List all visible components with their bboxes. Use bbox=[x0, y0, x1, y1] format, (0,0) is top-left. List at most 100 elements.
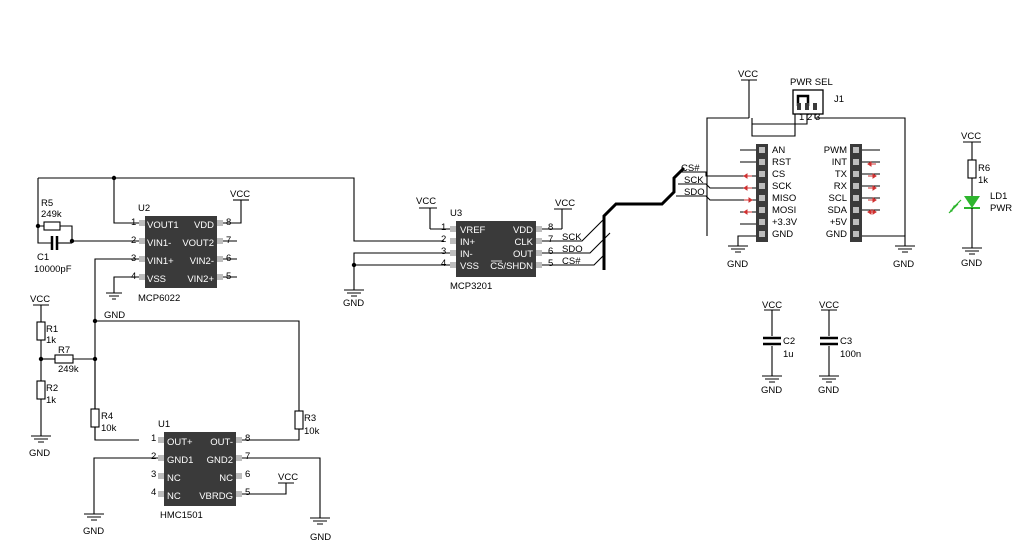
hdr-right-int: INT bbox=[832, 157, 848, 168]
hdr-right-5v: +5V bbox=[830, 217, 848, 228]
c1-ref: C1 bbox=[37, 252, 49, 263]
u1-part: HMC1501 bbox=[160, 510, 203, 521]
bus-cs-label: CS# bbox=[681, 163, 700, 174]
u1-hmc1501: U1 HMC1501 OUT+ GND1 NC NC OUT- GND2 NC … bbox=[151, 419, 250, 521]
r5-resistor bbox=[43, 221, 61, 231]
u1-pin1-num: 1 bbox=[151, 433, 156, 444]
u3-pin4-num: 4 bbox=[441, 258, 446, 269]
r4-ref: R4 bbox=[101, 411, 113, 422]
u3-wires bbox=[344, 207, 611, 297]
vcc-u3-vref: VCC bbox=[416, 196, 436, 207]
u3-pin3-num: 3 bbox=[441, 246, 446, 257]
decoupling-caps bbox=[762, 309, 839, 383]
u1-body bbox=[164, 432, 236, 506]
c2-capacitor bbox=[763, 336, 781, 346]
spi-bus bbox=[602, 166, 686, 270]
arrow-scl-icon bbox=[868, 197, 877, 203]
arrow-cs-in-icon bbox=[743, 173, 752, 179]
u3-body bbox=[456, 221, 536, 277]
r7-ref: R7 bbox=[58, 345, 70, 356]
u2-part: MCP6022 bbox=[138, 293, 180, 304]
u1-pin1-name: OUT+ bbox=[167, 437, 193, 448]
u1-pin3-num: 3 bbox=[151, 469, 156, 480]
hdr-left-an: AN bbox=[772, 145, 785, 156]
r5-ref: R5 bbox=[41, 198, 53, 209]
gnd-u3: GND bbox=[343, 298, 364, 309]
u1-pin8-name: OUT- bbox=[210, 437, 233, 448]
u1-pin3-name: NC bbox=[167, 473, 181, 484]
header-left: AN RST CS SCK MISO MOSI +3.3V GND bbox=[728, 144, 798, 253]
r4-value: 10k bbox=[101, 423, 117, 434]
u1-pin4-name: NC bbox=[167, 491, 181, 502]
u3-pin1-num: 1 bbox=[441, 222, 446, 233]
hdr-right-gnd: GND bbox=[826, 229, 847, 240]
hdr-left-gnd: GND bbox=[772, 229, 793, 240]
u3-ref: U3 bbox=[450, 208, 462, 219]
r2-resistor bbox=[36, 380, 46, 400]
c1-capacitor bbox=[50, 236, 59, 250]
u3-pin5-name: CS/SHDN bbox=[490, 261, 533, 272]
u1-pin2-name: GND1 bbox=[167, 455, 193, 466]
gnd-header-left: GND bbox=[727, 259, 748, 270]
vcc-c3: VCC bbox=[819, 300, 839, 311]
u2-pin3-name: VIN1+ bbox=[147, 256, 174, 267]
vcc-divider: VCC bbox=[30, 294, 50, 305]
c2-ref: C2 bbox=[783, 336, 795, 347]
hdr-right-sda: SDA bbox=[827, 205, 847, 216]
r6-ref: R6 bbox=[978, 163, 990, 174]
r1-ref: R1 bbox=[46, 324, 58, 335]
r4-resistor bbox=[90, 408, 100, 428]
u1-pin7-num: 7 bbox=[245, 451, 250, 462]
c3-value: 100n bbox=[840, 349, 861, 360]
u2-pin4-name: VSS bbox=[147, 274, 166, 285]
u3-pin1-name: VREF bbox=[460, 225, 486, 236]
c2-value: 1u bbox=[783, 349, 794, 360]
u3-pin5-num: 5 bbox=[548, 258, 553, 269]
arrow-sck-in-icon bbox=[743, 185, 752, 191]
u1-pin5-num: 5 bbox=[245, 487, 250, 498]
u3-part: MCP3201 bbox=[450, 281, 492, 292]
ld1-ref: LD1 bbox=[990, 191, 1007, 202]
c3-capacitor bbox=[820, 336, 838, 346]
ld1-value: PWR bbox=[990, 203, 1012, 214]
hdr-left-miso: MISO bbox=[772, 193, 796, 204]
j1-power-select: 1 2 3 bbox=[706, 79, 906, 236]
vcc-u2: VCC bbox=[230, 189, 250, 200]
gnd-header-right: GND bbox=[893, 259, 914, 270]
vcc-u1: VCC bbox=[278, 472, 298, 483]
bus-sck-label: SCK bbox=[684, 175, 704, 186]
arrow-rx-icon bbox=[868, 185, 877, 191]
pwr-sel-label: PWR SEL bbox=[790, 77, 833, 88]
u2-pin2-name: VIN1- bbox=[147, 238, 171, 249]
hdr-right-pwm: PWM bbox=[824, 145, 847, 156]
u2-wires bbox=[35, 175, 444, 441]
r3-ref: R3 bbox=[304, 413, 316, 424]
r3-resistor bbox=[294, 410, 304, 430]
power-led-circuit bbox=[948, 141, 982, 255]
gnd-led: GND bbox=[961, 258, 982, 269]
gnd-c3: GND bbox=[818, 385, 839, 396]
bus-sdo-label: SDO bbox=[684, 187, 705, 198]
bus-taps bbox=[676, 171, 756, 201]
r2-ref: R2 bbox=[46, 383, 58, 394]
vcc-u3-vdd: VCC bbox=[555, 198, 575, 209]
u2-pin1-name: VOUT1 bbox=[147, 220, 179, 231]
arrow-mosi-in-icon bbox=[743, 209, 752, 215]
hdr-right-scl: SCL bbox=[829, 193, 847, 204]
u1-pin8-num: 8 bbox=[245, 433, 250, 444]
u3-pin4-name: VSS bbox=[460, 261, 479, 272]
hdr-right-rx: RX bbox=[834, 181, 848, 192]
u1-wires bbox=[84, 359, 330, 525]
c3-ref: C3 bbox=[840, 336, 852, 347]
r7-resistor bbox=[54, 354, 74, 364]
vcc-c2: VCC bbox=[762, 300, 782, 311]
gnd-u1-right: GND bbox=[310, 532, 331, 543]
r7-value: 249k bbox=[58, 364, 79, 375]
u1-pin4-num: 4 bbox=[151, 487, 156, 498]
r2-value: 1k bbox=[46, 395, 56, 406]
u3-pin8-num: 8 bbox=[548, 222, 553, 233]
u3-pin2-num: 2 bbox=[441, 234, 446, 245]
u2-pin7-name: VOUT2 bbox=[182, 238, 214, 249]
hdr-left-sck: SCK bbox=[772, 181, 792, 192]
u2-pin5-name: VIN2+ bbox=[187, 274, 214, 285]
